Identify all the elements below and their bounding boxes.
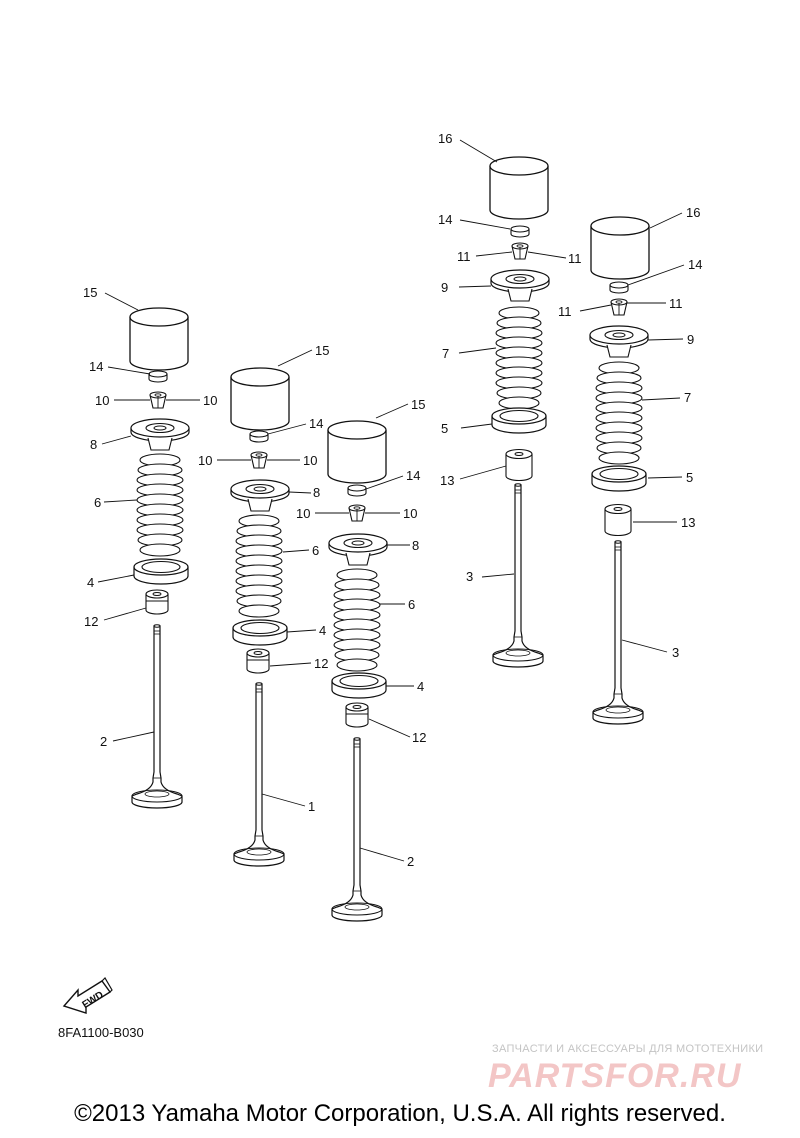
valve-part [233,682,285,867]
stem-seal-part [604,503,632,537]
valve-lifter-part [230,367,290,431]
callout-5: 5 [686,470,693,485]
valve-retainer-part [130,418,190,451]
valve-retainer-part [328,533,388,566]
valve-assembly-c [327,420,388,922]
callout-14: 14 [438,212,452,227]
callout-2: 2 [407,854,414,869]
valve-cotter-part [348,504,366,522]
callout-9: 9 [687,332,694,347]
callout-16: 16 [686,205,700,220]
valve-retainer-part [589,325,649,358]
valve-assembly-a [129,307,190,809]
callout-1: 1 [308,799,315,814]
stem-seal-part [145,589,169,615]
callout-15: 15 [315,343,329,358]
valve-lifter-part [489,156,549,220]
adjusting-pad-part [609,281,629,294]
callout-10: 10 [403,506,417,521]
valve-lifter-part [129,307,189,371]
callout-14: 14 [406,468,420,483]
callout-4: 4 [319,623,326,638]
callout-15: 15 [83,285,97,300]
watermark-logo: PARTSFOR.RU [488,1057,742,1095]
callout-14: 14 [309,416,323,431]
callout-7: 7 [684,390,691,405]
valve-lifter-part [590,216,650,280]
spring-seat-part [133,558,189,585]
callout-12: 12 [314,656,328,671]
valve-cotter-part [250,451,268,469]
callout-12: 12 [412,730,426,745]
valve-assembly-b [230,367,290,867]
valve-cotter-part [511,242,529,260]
callout-8: 8 [313,485,320,500]
watermark-tagline: ЗАПЧАСТИ И АКСЕССУАРЫ ДЛЯ МОТОТЕХНИКИ [492,1043,764,1055]
valve-retainer-part [230,479,290,512]
callout-10: 10 [203,393,217,408]
valve-spring-part [595,361,643,465]
callout-12: 12 [84,614,98,629]
callout-13: 13 [681,515,695,530]
callout-3: 3 [672,645,679,660]
callout-11: 11 [457,249,471,264]
callout-14: 14 [688,257,702,272]
spring-seat-part [491,407,547,434]
valve-part [592,540,644,725]
callout-labels: 15 14 10 10 8 6 4 12 2 15 14 10 10 8 6 4… [83,131,702,869]
callout-7: 7 [442,346,449,361]
valve-spring-part [235,514,283,618]
valve-spring-part [333,568,381,672]
adjusting-pad-part [148,370,168,383]
callout-2: 2 [100,734,107,749]
valve-spring-part [136,453,184,557]
diagram-code: 8FA1100-B030 [58,1025,144,1040]
valve-assembly-e [589,216,650,725]
valve-part [331,737,383,922]
valve-spring-part [495,306,543,410]
callout-11: 11 [669,296,683,311]
callout-6: 6 [408,597,415,612]
callout-8: 8 [412,538,419,553]
stem-seal-part [345,702,369,728]
stem-seal-part [505,448,533,482]
callout-9: 9 [441,280,448,295]
callout-4: 4 [87,575,94,590]
callout-3: 3 [466,569,473,584]
valve-part [131,624,183,809]
valve-cotter-part [610,298,628,316]
valve-cotter-part [149,391,167,409]
callout-10: 10 [95,393,109,408]
spring-seat-part [331,672,387,699]
valve-assembly-d [489,156,550,668]
spring-seat-part [591,465,647,492]
callout-15: 15 [411,397,425,412]
valve-lifter-part [327,420,387,484]
adjusting-pad-part [510,225,530,238]
leader-lines [97,139,685,862]
copyright-notice: ©2013 Yamaha Motor Corporation, U.S.A. A… [74,1100,726,1127]
callout-13: 13 [440,473,454,488]
callout-10: 10 [303,453,317,468]
callout-4: 4 [417,679,424,694]
stem-seal-part [246,648,270,674]
callout-10: 10 [296,506,310,521]
callout-5: 5 [441,421,448,436]
adjusting-pad-part [249,430,269,443]
callout-6: 6 [312,543,319,558]
callout-8: 8 [90,437,97,452]
valve-retainer-part [490,269,550,302]
callout-11: 11 [568,251,582,266]
callout-6: 6 [94,495,101,510]
adjusting-pad-part [347,484,367,497]
fwd-arrow-icon: FWD [62,977,113,1014]
callout-11: 11 [558,304,572,319]
callout-16: 16 [438,131,452,146]
spring-seat-part [232,619,288,646]
callout-10: 10 [198,453,212,468]
callout-14: 14 [89,359,103,374]
